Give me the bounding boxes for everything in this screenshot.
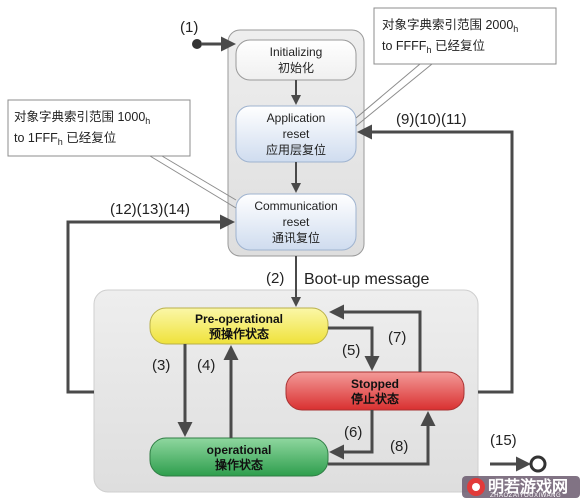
state-preop-label-cn: 预操作状态 bbox=[209, 326, 269, 341]
note-left: 对象字典索引范围 1000h to 1FFFh 已经复位 bbox=[7, 99, 191, 157]
state-communication-reset: Communication reset 通讯复位 bbox=[235, 193, 357, 251]
state-pre-operational: Pre-operational 预操作状态 bbox=[149, 307, 329, 345]
arrow-t8 bbox=[328, 411, 436, 466]
label-t8: (8) bbox=[390, 438, 408, 455]
state-application-reset: Application reset 应用层复位 bbox=[235, 105, 357, 163]
state-initializing-label-cn: 初始化 bbox=[278, 61, 314, 75]
state-app-reset-label-cn: 应用层复位 bbox=[266, 142, 326, 157]
state-operational-label: operational bbox=[207, 443, 272, 457]
label-bootup: Boot-up message bbox=[304, 271, 430, 288]
state-operational-label-cn: 操作状态 bbox=[215, 457, 263, 472]
label-t4: (4) bbox=[197, 357, 215, 374]
note-left-line1: 对象字典索引范围 1000h bbox=[14, 109, 150, 126]
arrow-t7 bbox=[329, 304, 422, 372]
note-left-leader-a bbox=[149, 155, 237, 209]
note-top-right-leader-a bbox=[355, 63, 421, 119]
note-top-right: 对象字典索引范围 2000h to FFFFh 已经复位 bbox=[373, 7, 557, 65]
note-top-right-leader-b bbox=[355, 63, 433, 127]
state-comm-reset-label: Communication bbox=[254, 199, 337, 213]
state-stopped: Stopped 停止状态 bbox=[285, 371, 465, 411]
label-t7: (7) bbox=[388, 329, 406, 346]
label-t9-11: (9)(10)(11) bbox=[396, 111, 467, 128]
label-t12-14: (12)(13)(14) bbox=[110, 201, 190, 218]
arrow-t9-11 bbox=[357, 124, 514, 394]
state-preop-label: Pre-operational bbox=[195, 312, 283, 326]
power-on-dot bbox=[192, 39, 202, 49]
note-left-leader-b bbox=[161, 155, 237, 201]
note-left-line2: to 1FFFh 已经复位 bbox=[14, 130, 116, 147]
watermark-text: 明若游戏网 bbox=[488, 477, 568, 496]
arrow-t6 bbox=[329, 410, 374, 460]
note-top-right-line1: 对象字典索引范围 2000h bbox=[382, 17, 518, 34]
watermark: 明若游戏网 ZHAOZAIYOUXIWANG bbox=[462, 476, 580, 499]
state-stopped-label: Stopped bbox=[351, 377, 399, 391]
label-t1: (1) bbox=[180, 19, 198, 36]
power-off-ring bbox=[529, 455, 547, 473]
arrow-t12-14 bbox=[66, 214, 235, 394]
label-t5: (5) bbox=[342, 342, 360, 359]
state-stopped-label-cn: 停止状态 bbox=[351, 391, 399, 406]
state-comm-reset-label-2: reset bbox=[283, 215, 310, 229]
note-top-right-line2: to FFFFh 已经复位 bbox=[382, 38, 485, 55]
state-initializing-label: Initializing bbox=[270, 45, 323, 59]
state-initializing: Initializing 初始化 bbox=[235, 39, 357, 81]
arrow-t5 bbox=[328, 326, 380, 371]
state-app-reset-label-2: reset bbox=[283, 127, 310, 141]
state-app-reset-label: Application bbox=[267, 111, 326, 125]
label-t15: (15) bbox=[490, 432, 517, 449]
label-t6: (6) bbox=[344, 424, 362, 441]
label-t3: (3) bbox=[152, 357, 170, 374]
watermark-subtext: ZHAOZAIYOUXIWANG bbox=[490, 493, 561, 499]
state-comm-reset-label-cn: 通讯复位 bbox=[272, 230, 320, 245]
label-t2: (2) bbox=[266, 270, 284, 287]
state-operational: operational 操作状态 bbox=[149, 437, 329, 477]
